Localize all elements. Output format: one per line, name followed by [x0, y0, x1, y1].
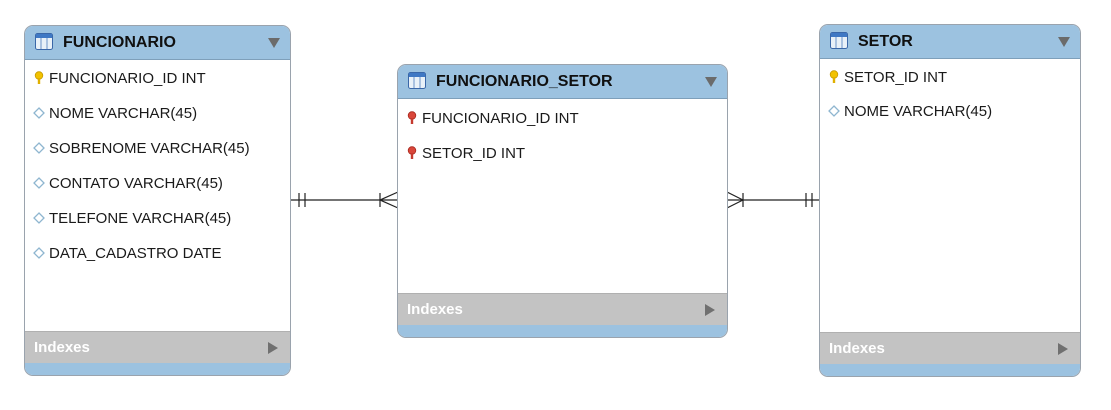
table-header[interactable]: SETOR	[820, 25, 1080, 59]
table-title: FUNCIONARIO	[63, 34, 176, 51]
indexes-label: Indexes	[407, 301, 463, 318]
column-label: SETOR_ID INT	[422, 144, 526, 162]
table-icon	[35, 33, 53, 50]
column-label: SETOR_ID INT	[844, 68, 948, 86]
indexes-section[interactable]: Indexes	[25, 331, 290, 363]
collapse-toggle-icon[interactable]	[705, 77, 717, 87]
expand-arrow-icon[interactable]	[705, 304, 715, 316]
table-setor[interactable]: SETOR SETOR_ID INT NOME VARCHAR(45) Inde…	[819, 24, 1081, 377]
expand-arrow-icon[interactable]	[1058, 343, 1068, 355]
table-icon	[830, 32, 848, 49]
column-list: SETOR_ID INT NOME VARCHAR(45)	[820, 59, 1080, 332]
primary-key-icon	[34, 71, 44, 84]
table-footer	[820, 364, 1080, 376]
column-label: NOME VARCHAR(45)	[49, 104, 198, 122]
column-label: FUNCIONARIO_ID INT	[422, 109, 579, 127]
expand-arrow-icon[interactable]	[268, 342, 278, 354]
column-diamond-icon	[828, 105, 840, 117]
table-header[interactable]: FUNCIONARIO	[25, 26, 290, 60]
column-list: FUNCIONARIO_ID INT NOME VARCHAR(45) SOBR…	[25, 60, 290, 331]
column-list: FUNCIONARIO_ID INT SETOR_ID INT	[398, 99, 727, 293]
table-icon	[408, 72, 426, 89]
primary-key-icon	[829, 70, 839, 83]
column-row[interactable]: NOME VARCHAR(45)	[33, 103, 197, 123]
column-label: DATA_CADASTRO DATE	[49, 244, 222, 262]
table-footer	[398, 325, 727, 337]
column-label: TELEFONE VARCHAR(45)	[49, 209, 232, 227]
table-header[interactable]: FUNCIONARIO_SETOR	[398, 65, 727, 99]
collapse-toggle-icon[interactable]	[268, 38, 280, 48]
column-label: NOME VARCHAR(45)	[844, 102, 993, 120]
column-row[interactable]: DATA_CADASTRO DATE	[33, 243, 222, 263]
column-row[interactable]: TELEFONE VARCHAR(45)	[33, 208, 231, 228]
foreign-key-icon	[407, 111, 417, 124]
table-funcionario[interactable]: FUNCIONARIO FUNCIONARIO_ID INT NOME VARC…	[24, 25, 291, 376]
indexes-label: Indexes	[34, 339, 90, 356]
indexes-section[interactable]: Indexes	[398, 293, 727, 325]
indexes-section[interactable]: Indexes	[820, 332, 1080, 364]
indexes-label: Indexes	[829, 340, 885, 357]
column-diamond-icon	[33, 107, 45, 119]
foreign-key-icon	[407, 146, 417, 159]
column-label: SOBRENOME VARCHAR(45)	[49, 139, 250, 157]
column-row[interactable]: SETOR_ID INT	[828, 67, 947, 87]
table-funcionario-setor[interactable]: FUNCIONARIO_SETOR FUNCIONARIO_ID INT SET…	[397, 64, 728, 338]
column-diamond-icon	[33, 177, 45, 189]
table-title: FUNCIONARIO_SETOR	[436, 73, 613, 90]
column-row[interactable]: CONTATO VARCHAR(45)	[33, 173, 223, 193]
table-footer	[25, 363, 290, 375]
column-diamond-icon	[33, 142, 45, 154]
column-diamond-icon	[33, 212, 45, 224]
table-title: SETOR	[858, 33, 913, 50]
column-label: CONTATO VARCHAR(45)	[49, 174, 223, 192]
column-row[interactable]: FUNCIONARIO_ID INT	[406, 108, 579, 128]
column-row[interactable]: SOBRENOME VARCHAR(45)	[33, 138, 250, 158]
column-row[interactable]: FUNCIONARIO_ID INT	[33, 68, 206, 88]
column-row[interactable]: NOME VARCHAR(45)	[828, 101, 992, 121]
column-row[interactable]: SETOR_ID INT	[406, 143, 525, 163]
column-diamond-icon	[33, 247, 45, 259]
column-label: FUNCIONARIO_ID INT	[49, 69, 206, 87]
collapse-toggle-icon[interactable]	[1058, 37, 1070, 47]
